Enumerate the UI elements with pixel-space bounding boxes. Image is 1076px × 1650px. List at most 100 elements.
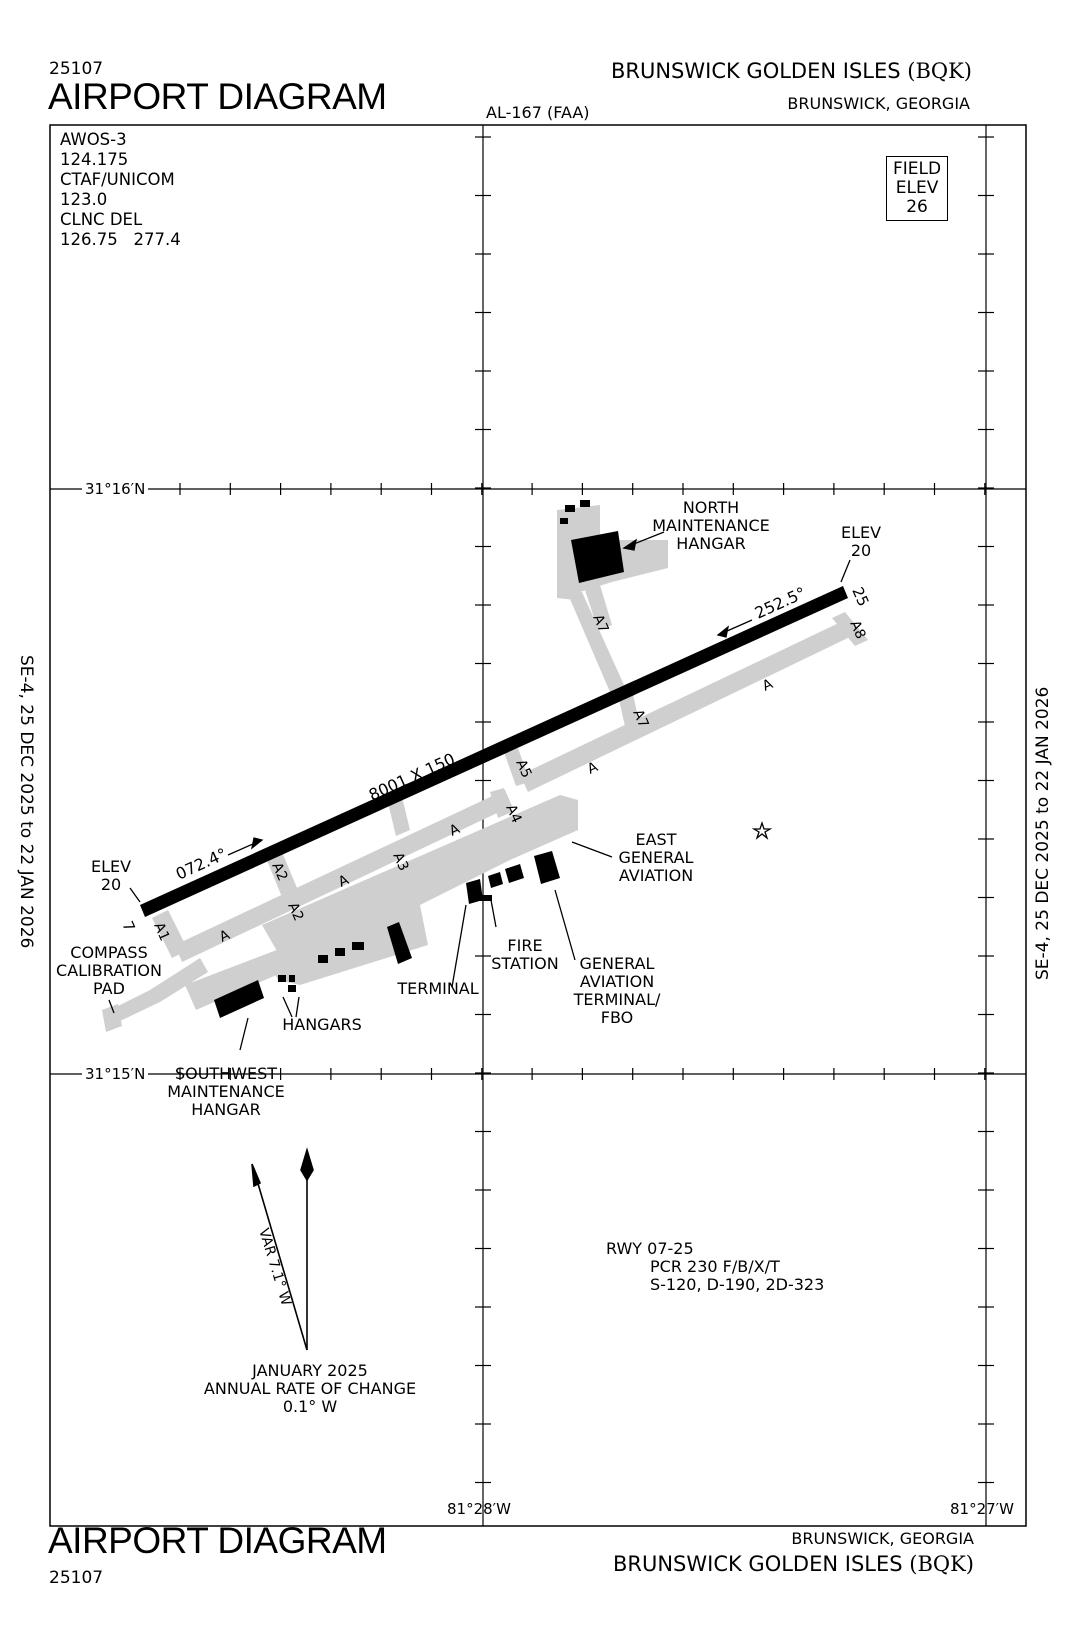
building	[488, 872, 503, 888]
label-line: 0.1° W	[282, 1397, 338, 1416]
leader-east-ga	[571, 841, 613, 858]
magnetic-variation-label: VAR 7.1° W	[255, 1226, 294, 1307]
lat-south-label: 31°15′N	[82, 1065, 149, 1083]
label-line: MAINTENANCE	[652, 516, 770, 535]
footer-doc-number: 25107	[49, 1568, 104, 1588]
label-line: HANGAR	[676, 534, 746, 553]
lon-west-label: 81°28′W	[447, 1500, 511, 1518]
leaders	[108, 531, 851, 1051]
label-line: CALIBRATION	[56, 961, 162, 980]
field-elev-line: ELEV	[895, 178, 939, 198]
north-maintenance-hangar	[571, 531, 624, 583]
leader-elev-25	[840, 559, 851, 583]
southwest-apron	[185, 948, 288, 1010]
runway-info-line: RWY 07-25	[606, 1239, 694, 1258]
label-line: NORTH	[682, 498, 740, 517]
building	[560, 518, 568, 524]
runway-info-line: S-120, D-190, 2D-323	[650, 1275, 825, 1294]
taxiway-a-west	[175, 790, 512, 962]
taxiway-a7-north	[567, 592, 624, 692]
footer-airport-name: BRUNSWICK GOLDEN ISLES	[612, 1552, 903, 1576]
label-line: COMPASS	[70, 943, 148, 962]
building	[278, 975, 286, 982]
building	[352, 942, 364, 950]
runway-info: RWY 07-25 PCR 230 F/B/X/T S-120, D-190, …	[606, 1240, 824, 1294]
buildings	[214, 500, 624, 1018]
runway-end-25-label: 25	[848, 584, 872, 609]
beacon-icon	[751, 820, 773, 840]
magnetic-north-arrowhead	[251, 1163, 262, 1188]
label-line: GENERAL	[618, 848, 694, 867]
lon-east-label: 81°27′W	[950, 1500, 1014, 1518]
footer-title: AIRPORT DIAGRAM	[48, 1520, 387, 1561]
taxiway-a4-label: A4	[502, 802, 524, 825]
label-line: HANGAR	[191, 1100, 261, 1119]
label-line: PAD	[93, 979, 125, 998]
freq-line: CTAF/UNICOM	[60, 170, 175, 189]
terminal-apron	[268, 905, 428, 985]
southwest-maintenance-hangar	[214, 980, 264, 1018]
east-ga-building	[534, 851, 560, 884]
label-line: ANNUAL RATE OF CHANGE	[203, 1379, 417, 1398]
footer-city: BRUNSWICK, GEORGIA	[791, 1529, 974, 1548]
lat-north-label: 31°16′N	[82, 480, 149, 498]
taxiway-a4	[490, 788, 512, 818]
building	[580, 500, 590, 507]
grid-ticks	[179, 136, 994, 1484]
field-elevation-box: FIELD ELEV 26	[886, 156, 949, 221]
label-line: 20	[100, 875, 122, 894]
label-line: AVIATION	[579, 972, 655, 991]
procedure-id: AL-167 (FAA)	[486, 103, 590, 122]
taxiway-a-label: A	[760, 676, 776, 695]
taxiway-a2-label: A2	[284, 900, 306, 923]
field-elev-line: FIELD	[893, 159, 942, 179]
label-line: ELEV	[840, 523, 882, 542]
label-line: STATION	[491, 954, 559, 973]
freq-line: 126.75 277.4	[60, 230, 181, 249]
frequency-list: AWOS-3 124.175 CTAF/UNICOM 123.0 CLNC DE…	[60, 130, 181, 250]
footer-airport-ident: (BQK)	[909, 1552, 974, 1576]
freq-line: CLNC DEL	[60, 210, 143, 229]
taxiway-a1	[152, 910, 188, 958]
main-apron	[262, 795, 578, 965]
true-north-arrowhead	[300, 1147, 314, 1182]
runway-07-25	[140, 586, 848, 917]
leader-hangars-1	[282, 996, 293, 1018]
taxiway-a1-label: A1	[150, 920, 172, 943]
footer-airport: BRUNSWICK GOLDEN ISLES (BQK)	[613, 1552, 974, 1576]
label-line: EAST	[635, 830, 677, 849]
building	[470, 895, 492, 901]
label-line: SOUTHWEST	[174, 1064, 278, 1083]
diagram-frame	[49, 124, 1027, 1527]
freq-line: 124.175	[60, 150, 129, 169]
label-line: TERMINAL/	[573, 990, 661, 1009]
runway-end-07-label: 7	[118, 918, 138, 934]
label-line: FBO	[600, 1008, 634, 1027]
label-line: MAINTENANCE	[167, 1082, 285, 1101]
taxiway-a7-label: A7	[629, 707, 651, 730]
pavement	[102, 505, 868, 1032]
compass-pad-label: COMPASS CALIBRATION PAD	[50, 944, 168, 998]
arrowhead	[251, 837, 264, 850]
building	[318, 955, 328, 963]
taxiway-a-label: A	[585, 759, 601, 778]
taxiway-a7-label: A7	[589, 612, 611, 635]
label-line: 20	[850, 541, 872, 560]
freq-line: AWOS-3	[60, 130, 127, 149]
label-line: JANUARY 2025	[252, 1361, 368, 1380]
leader-ga-terminal	[554, 889, 576, 961]
terminal-building	[387, 922, 412, 964]
header-title: AIRPORT DIAGRAM	[48, 76, 387, 117]
arrowhead	[716, 625, 729, 638]
taxiway-a5	[504, 748, 530, 786]
north-arrows	[251, 1147, 314, 1351]
north-hangar-label: NORTH MAINTENANCE HANGAR	[646, 499, 776, 553]
hangars-label: HANGARS	[282, 1015, 362, 1034]
taxiway-a7-spur	[585, 585, 612, 630]
header-doc-number: 25107	[49, 59, 104, 79]
building	[335, 948, 345, 956]
taxiway-a3	[388, 797, 410, 836]
elev-07-label: ELEV 20	[86, 858, 136, 894]
southwest-hangar-label: SOUTHWEST MAINTENANCE HANGAR	[156, 1065, 296, 1119]
